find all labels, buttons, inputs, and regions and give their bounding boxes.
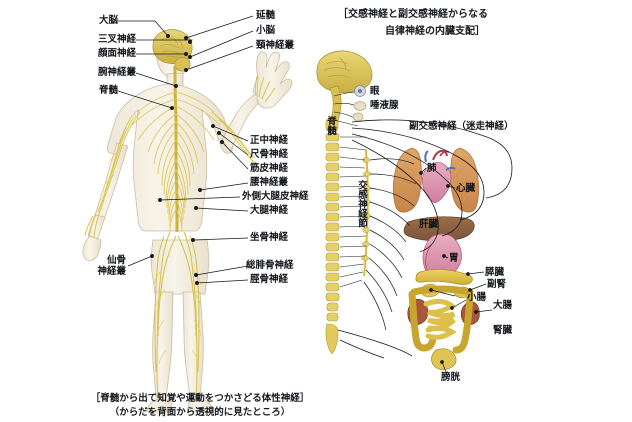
- eye-organ: [354, 85, 366, 97]
- label-ulnar-nerve: 尺骨神経: [250, 149, 289, 160]
- label-cerebrum: 大脳: [98, 15, 118, 26]
- large-intestine-organ: [408, 285, 474, 354]
- autonomic-header-line2: 自律神経の内臓支配］: [385, 26, 485, 37]
- label-tibial-nerve: 脛骨神経: [250, 274, 289, 285]
- label-lung: 肺: [427, 163, 437, 174]
- label-kidney: 腎臓: [493, 325, 513, 336]
- label-brachial-plexus: 腕神経叢: [97, 67, 136, 78]
- label-small-intestine: 小腸: [467, 292, 487, 303]
- leader-lines-right: [158, 15, 254, 285]
- label-musculocutaneous-nerve: 筋皮神経: [250, 163, 289, 174]
- leader-lines-organs: [419, 167, 493, 378]
- small-intestine-organ: [423, 298, 457, 340]
- salivary-gland-organ: [352, 101, 367, 122]
- label-liver: 肝臓: [419, 219, 439, 230]
- label-lumbar-plexus: 腰神経叢: [250, 177, 289, 188]
- leader-lines-left: [117, 20, 193, 267]
- sympathetic-efferent-fibers: [363, 158, 417, 331]
- label-salivary-gland: 唾液腺: [370, 100, 399, 111]
- label-sciatic-nerve: 坐骨神経: [250, 232, 289, 243]
- label-eye: 眼: [370, 86, 380, 97]
- label-lateral-femoral-cutaneous-nerve: 外側大腿皮神経: [242, 191, 309, 202]
- somatic-caption-line1: ［脊髄から出て知覚や運動をつかさどる体性神経］: [90, 393, 310, 404]
- spinal-rami: [339, 136, 367, 288]
- spinal-cord-column: [325, 117, 340, 355]
- cerebrum-organ: [152, 29, 193, 72]
- pancreas-organ: [415, 269, 473, 285]
- label-heart: 心臓: [456, 183, 476, 194]
- label-facial-nerve: 顔面神経: [97, 48, 136, 59]
- label-parasympathetic-vagus-nerve: 副交感神経（迷走神経）: [409, 121, 514, 132]
- liver-organ: [403, 216, 475, 242]
- label-adrenal-gland: 副腎: [487, 279, 507, 290]
- label-cervical-plexus: 頸神経叢: [256, 40, 295, 51]
- vagus-nerve-fibers: [337, 119, 513, 359]
- nerve-network-left: [84, 66, 276, 401]
- label-trigeminal-nerve: 三叉神経: [97, 34, 136, 45]
- label-cerebellum: 小脳: [256, 25, 276, 36]
- body-silhouette: [82, 29, 293, 413]
- label-pancreas: 膵臓: [485, 267, 505, 278]
- label-sympathetic-ganglion: 交感神経節: [356, 180, 367, 228]
- label-bladder: 膀胱: [441, 372, 461, 383]
- label-spinal-cord-right: 脊髄: [325, 116, 336, 135]
- label-common-peroneal-nerve: 総腓骨神経: [246, 260, 294, 271]
- label-medulla-oblongata: 延髄: [256, 10, 276, 21]
- label-sacral-plexus: 仙骨 神経叢: [97, 255, 126, 277]
- bladder-organ: [431, 348, 457, 371]
- autonomic-header-line1: ［交感神経と副交感神経からなる: [338, 9, 488, 20]
- lung-organ: [392, 147, 480, 213]
- somatic-caption-line2: （からだを背面から透視的に見たところ）: [109, 407, 291, 418]
- label-spinal-cord-left: 脊髄: [98, 85, 118, 96]
- label-femoral-nerve: 大腿神経: [250, 205, 289, 216]
- label-large-intestine: 大腸: [493, 300, 513, 311]
- label-stomach: 胃: [449, 253, 459, 264]
- label-median-nerve: 正中神経: [250, 135, 289, 146]
- sympathetic-chain: [361, 149, 371, 277]
